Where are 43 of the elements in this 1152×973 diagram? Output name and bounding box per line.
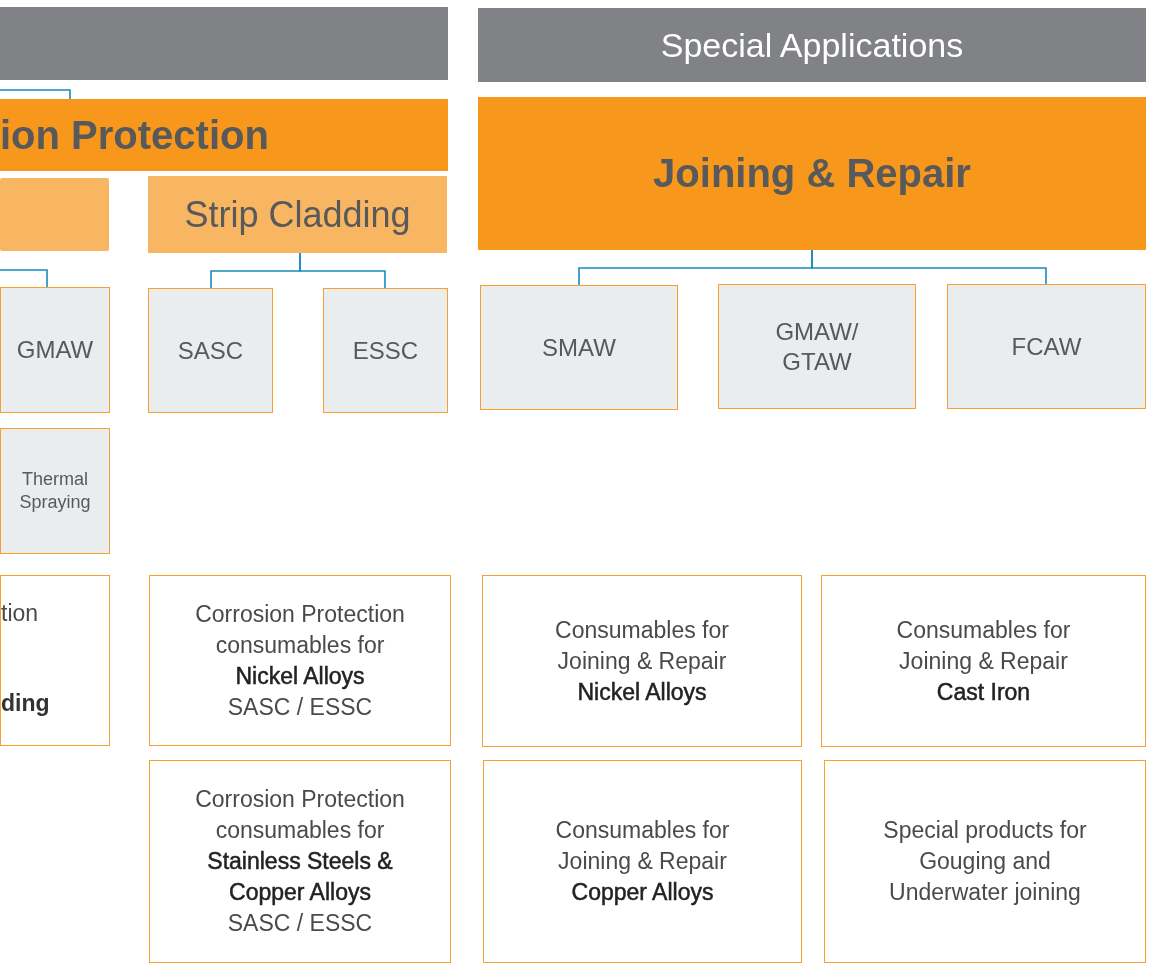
process-box (718, 284, 916, 409)
category-bar (478, 97, 1146, 250)
node-label: Strip Cladding (184, 193, 411, 236)
process-box (323, 288, 448, 413)
category-bar (0, 99, 448, 171)
description-text: Special products for Gouging and Underwater joining (882, 816, 1088, 907)
node-label: FCAW (1011, 332, 1082, 361)
description-box (824, 760, 1146, 963)
description-box (483, 760, 802, 963)
header-band (478, 8, 1146, 82)
description-box (482, 575, 802, 747)
description-text: Consumables for Joining & Repair Cast Iron (895, 615, 1072, 707)
description-text: Corrosion Protection consumables for Nickel Alloys SASC / ESSC (194, 599, 406, 722)
description-text: Corrosion Protection consumables for Stainless Steels & Copper Alloys SASC / ESSC (194, 785, 406, 938)
description-box (821, 575, 1146, 747)
process-box (0, 287, 110, 413)
description-box (149, 760, 451, 963)
process-box (947, 284, 1146, 409)
description-box (149, 575, 451, 746)
header-label: Special Applications (660, 25, 964, 65)
node-label: SMAW (542, 333, 616, 362)
connector-line (0, 89, 71, 100)
connector-line (299, 252, 386, 289)
process-box (480, 285, 678, 410)
subcategory-box (0, 178, 109, 251)
node-label: ESSC (352, 336, 419, 365)
header-band (0, 7, 448, 80)
description-text: Consumables for Joining & Repair Nickel Alloys (554, 615, 730, 707)
node-label: SASC (177, 336, 244, 365)
connector-line (0, 269, 48, 288)
process-box (148, 288, 273, 413)
process-box (0, 428, 110, 554)
subcategory-box (148, 176, 447, 253)
connector-line (811, 249, 1047, 285)
description-box (0, 575, 110, 746)
node-label: GMAW/ GTAW (774, 316, 860, 377)
node-label: GMAW (16, 336, 94, 364)
description-text: Consumables for Joining & Repair Copper Alloys (554, 816, 731, 907)
node-label: ion Protection (0, 112, 269, 158)
description-text: tion (1, 599, 39, 628)
description-text: ding (1, 689, 50, 718)
node-label: Thermal Spraying (18, 468, 92, 514)
node-label: Joining & Repair (653, 151, 971, 196)
